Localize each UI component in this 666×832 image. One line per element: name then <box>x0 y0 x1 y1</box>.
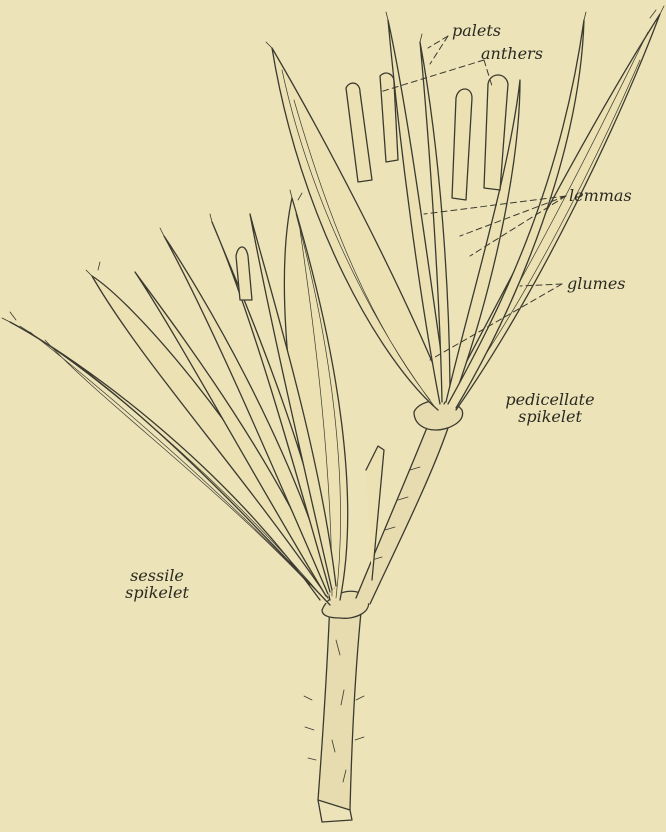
label-palets: palets <box>452 22 501 39</box>
label-glumes: glumes <box>567 275 626 292</box>
label-pedicellate-spikelet: pedicellate spikelet <box>505 391 595 425</box>
label-palets-text: palets <box>452 22 501 39</box>
label-sessile-line2: spikelet <box>117 584 197 601</box>
label-pedicellate-line2: spikelet <box>505 408 595 425</box>
sessile-spikelet <box>2 190 384 605</box>
label-sessile-line1: sessile <box>117 567 197 584</box>
label-glumes-text: glumes <box>567 275 626 292</box>
label-sessile-spikelet: sessile spikelet <box>117 567 197 601</box>
label-lemmas: lemmas <box>569 187 632 204</box>
stem <box>304 600 364 822</box>
label-anthers: anthers <box>481 45 543 62</box>
label-lemmas-text: lemmas <box>569 187 632 204</box>
label-anthers-text: anthers <box>481 45 543 62</box>
label-pedicellate-line1: pedicellate <box>505 391 595 408</box>
